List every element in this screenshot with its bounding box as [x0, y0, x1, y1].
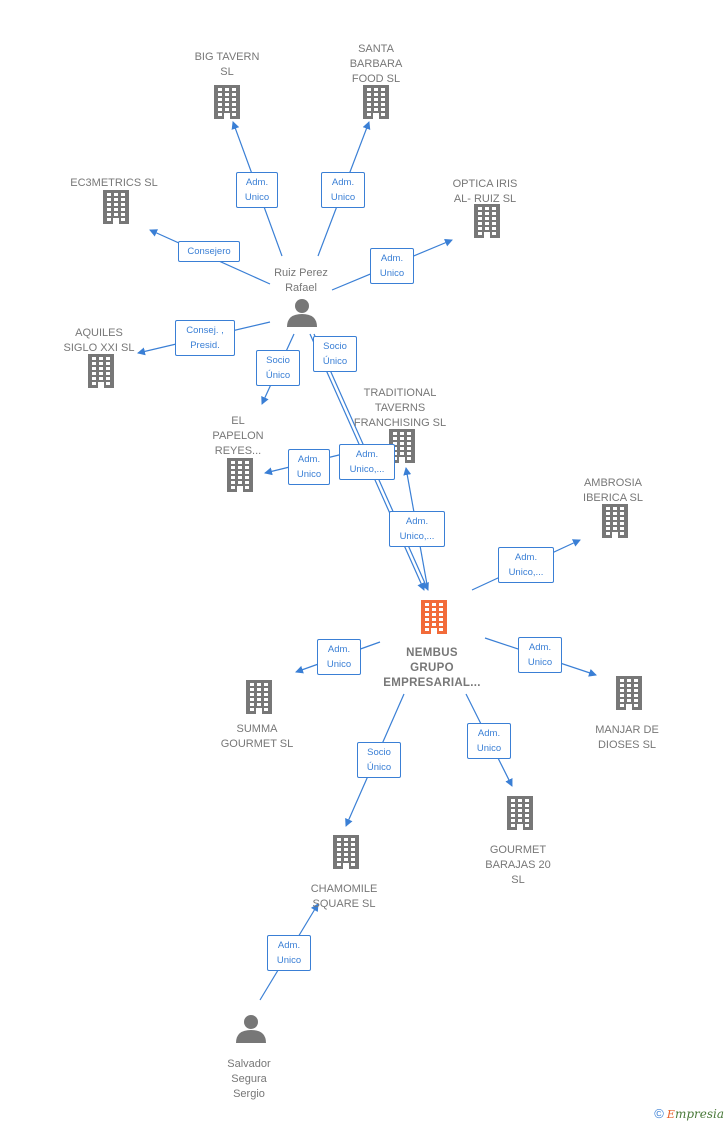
person-icon [236, 1015, 266, 1043]
building-icon [103, 190, 129, 224]
building-icon [616, 676, 642, 710]
edge-label: Adm. Unico [317, 639, 361, 675]
building-icon [214, 85, 240, 119]
node-label-ruiz-perez[interactable]: Ruiz Perez Rafael [274, 267, 328, 294]
building-icon [363, 85, 389, 119]
node-label-big-tavern[interactable]: BIG TAVERN SL [194, 51, 260, 78]
edge-label: Adm. Unico [321, 172, 365, 208]
nodes-layer [88, 85, 642, 1043]
node-label-ambrosia[interactable]: AMBROSIA IBERICA SL [583, 477, 643, 504]
person-icon [287, 299, 317, 327]
node-label-traditional[interactable]: TRADITIONAL TAVERNS FRANCHISING SL [353, 387, 447, 429]
building-icon [507, 796, 533, 830]
edge-label: Adm. Unico,... [498, 547, 554, 583]
edge-label: Adm. Unico,... [389, 511, 445, 547]
building-icon [333, 835, 359, 869]
building-icon [421, 600, 447, 634]
node-label-nembus[interactable]: NEMBUS GRUPO EMPRESARIAL... [383, 647, 481, 689]
node-label-ec3metrics[interactable]: EC3METRICS SL [70, 177, 158, 189]
node-label-el-papelon[interactable]: EL PAPELON REYES... [212, 415, 264, 457]
node-label-aquiles[interactable]: AQUILES SIGLO XXI SL [63, 327, 135, 354]
node-label-chamomile[interactable]: CHAMOMILE SQUARE SL [310, 883, 378, 910]
footer-credit: © Empresia [654, 1106, 724, 1121]
node-label-manjar[interactable]: MANJAR DE DIOSES SL [595, 724, 659, 751]
building-icon [227, 458, 253, 492]
node-label-salvador[interactable]: Salvador Segura Sergio [227, 1058, 271, 1100]
edge-label: Consej. , Presid. [175, 320, 235, 356]
node-label-gourmet-barajas[interactable]: GOURMET BARAJAS 20 SL [485, 844, 551, 886]
edge-label: Adm. Unico [267, 935, 311, 971]
building-icon [602, 504, 628, 538]
edge-label: Consejero [178, 241, 240, 262]
brand-initial: E [666, 1108, 675, 1121]
brand-name: mpresia [674, 1107, 724, 1121]
copyright-symbol: © [654, 1106, 664, 1121]
edge-label: Adm. Unico [370, 248, 414, 284]
node-label-summa[interactable]: SUMMA GOURMET SL [220, 723, 294, 750]
edge-label: Adm. Unico [467, 723, 511, 759]
edge-label: Socio Único [256, 350, 300, 386]
edge-label: Socio Único [313, 336, 357, 372]
edge-label: Adm. Unico,... [339, 444, 395, 480]
building-icon [474, 204, 500, 238]
building-icon [246, 680, 272, 714]
edge-label: Adm. Unico [288, 449, 330, 485]
edge-label: Adm. Unico [518, 637, 562, 673]
building-icon [88, 354, 114, 388]
node-label-santa-barbara[interactable]: SANTA BARBARA FOOD SL [349, 43, 403, 85]
edge-label: Socio Único [357, 742, 401, 778]
edge-label: Adm. Unico [236, 172, 278, 208]
node-label-optica-iris[interactable]: OPTICA IRIS AL- RUIZ SL [452, 178, 518, 205]
